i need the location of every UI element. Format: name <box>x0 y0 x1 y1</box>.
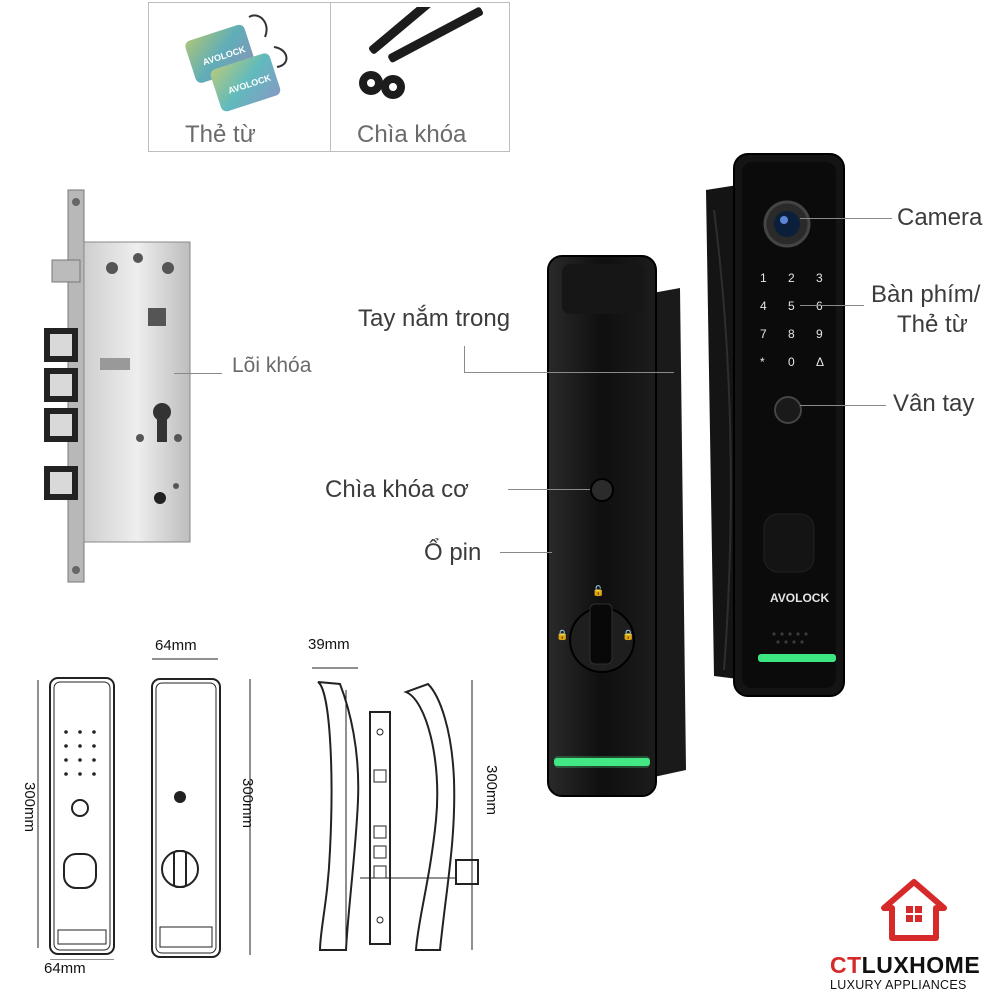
side-view-drawing <box>312 667 479 951</box>
brand-name: CTLUXHOME <box>830 952 980 979</box>
fingerprint-leader <box>800 405 886 406</box>
inner-handle-leader-v <box>464 346 465 372</box>
brand-logo: CTLUXHOME LUXURY APPLIANCES <box>826 876 996 996</box>
svg-text:🔓: 🔓 <box>592 584 604 597</box>
keypad: 1 2 3 4 5 6 7 8 9 * 0 Δ <box>752 266 832 376</box>
side-depth-dim: 39mm <box>308 636 350 653</box>
battery-leader <box>500 552 552 553</box>
mechanical-keys-image <box>359 7 483 99</box>
back-view-drawing <box>151 658 251 958</box>
mech-key-label: Chìa khóa cơ <box>325 476 469 503</box>
mortise-lock-image <box>44 189 191 583</box>
house-icon <box>881 879 947 941</box>
keypad-key-5: 5 <box>788 299 795 313</box>
key-caption: Chìa khóa <box>357 121 467 148</box>
keypad-key-4: 4 <box>760 299 767 313</box>
keypad-key-1: 1 <box>760 271 767 285</box>
exterior-panel-image: AVOLOCK <box>706 153 845 697</box>
front-width-dim: 64mm <box>44 960 86 977</box>
mortise-leader <box>174 373 222 374</box>
inner-handle-leader-h <box>464 372 674 373</box>
keypad-key-8: 8 <box>788 327 795 341</box>
svg-text:🔒: 🔒 <box>556 629 568 641</box>
accessories-divider <box>330 3 331 151</box>
camera-label: Camera <box>897 204 983 231</box>
interior-handle-image: 🔒 🔒 🔓 <box>547 255 686 797</box>
keypad-key-6: 6 <box>816 299 823 313</box>
card-caption: Thẻ từ <box>185 121 256 148</box>
fingerprint-label: Vân tay <box>893 390 975 417</box>
inner-handle-label: Tay nắm trong <box>358 305 511 332</box>
keypad-key-bell: Δ <box>816 355 824 369</box>
keypad-leader <box>800 305 864 306</box>
front-view-drawing <box>37 677 115 960</box>
mortise-label: Lõi khóa <box>232 354 312 377</box>
battery-label: Ổ pin <box>424 539 482 566</box>
keypad-key-9: 9 <box>816 327 823 341</box>
keypad-label-line2: Thẻ từ <box>897 311 968 338</box>
brand-tagline: LUXURY APPLIANCES <box>830 978 967 992</box>
keypad-key-2: 2 <box>788 271 795 285</box>
front-height-dim: 300mm <box>21 782 38 833</box>
accessories-panel: AVOLOCK AVOLOCK Thẻ từ <box>148 2 510 152</box>
camera-leader <box>800 218 892 219</box>
back-height-dim: 300mm <box>239 778 256 829</box>
svg-text:🔒: 🔒 <box>622 629 634 641</box>
product-brand-text: AVOLOCK <box>770 591 829 605</box>
keypad-key-3: 3 <box>816 271 823 285</box>
brand-name-part2: LUXHOME <box>861 952 981 978</box>
brand-name-part1: CT <box>830 952 862 978</box>
side-height-dim: 300mm <box>483 765 500 816</box>
back-width-dim: 64mm <box>155 637 197 654</box>
magnetic-card-image: AVOLOCK AVOLOCK <box>185 14 288 112</box>
mech-key-leader <box>508 489 590 490</box>
keypad-key-7: 7 <box>760 327 767 341</box>
keypad-key-0: 0 <box>788 355 795 369</box>
keypad-key-*: * <box>760 355 765 369</box>
keypad-label-line1: Bàn phím/ <box>871 281 981 308</box>
